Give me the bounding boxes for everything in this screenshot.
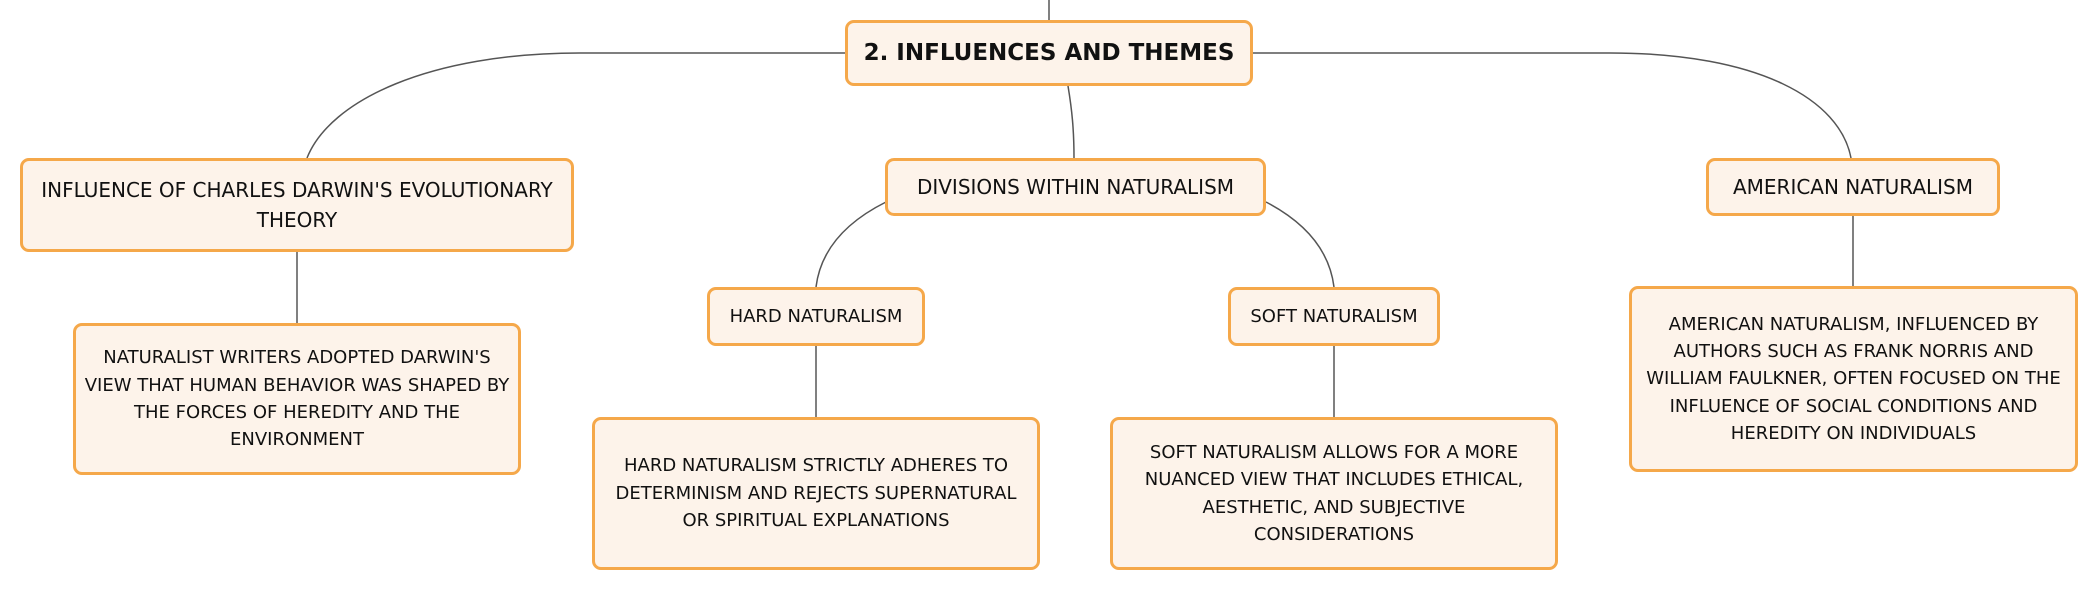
hard-naturalism-detail-node[interactable]: HARD NATURALISM STRICTLY ADHERES TO DETE… <box>592 417 1040 570</box>
american-naturalism-detail-text: AMERICAN NATURALISM, INFLUENCED BY AUTHO… <box>1646 313 2061 445</box>
divisions-label: DIVISIONS WITHIN NATURALISM <box>916 175 1235 199</box>
connector-divisions-soft <box>1265 201 1335 288</box>
hard-naturalism-node[interactable]: HARD NATURALISM <box>707 287 925 346</box>
darwin-detail-text: NATURALIST WRITERS ADOPTED DARWIN'S VIEW… <box>84 347 510 451</box>
american-naturalism-node[interactable]: AMERICAN NATURALISM <box>1706 158 2000 216</box>
divisions-node[interactable]: DIVISIONS WITHIN NATURALISM <box>885 158 1266 216</box>
american-naturalism-detail-node[interactable]: AMERICAN NATURALISM, INFLUENCED BY AUTHO… <box>1629 286 2078 472</box>
soft-naturalism-detail-node[interactable]: SOFT NATURALISM ALLOWS FOR A MORE NUANCE… <box>1110 417 1558 570</box>
hard-naturalism-label: HARD NATURALISM <box>729 306 903 327</box>
connector-root-divisions <box>1067 85 1075 159</box>
darwin-influence-label: INFLUENCE OF CHARLES DARWIN'S EVOLUTIONA… <box>41 178 553 232</box>
darwin-influence-node[interactable]: INFLUENCE OF CHARLES DARWIN'S EVOLUTIONA… <box>20 158 574 252</box>
american-naturalism-label: AMERICAN NATURALISM <box>1732 175 1974 199</box>
soft-naturalism-detail-text: SOFT NATURALISM ALLOWS FOR A MORE NUANCE… <box>1144 441 1524 545</box>
soft-naturalism-node[interactable]: SOFT NATURALISM <box>1228 287 1440 346</box>
darwin-detail-node[interactable]: NATURALIST WRITERS ADOPTED DARWIN'S VIEW… <box>73 323 521 475</box>
hard-naturalism-detail-text: HARD NATURALISM STRICTLY ADHERES TO DETE… <box>615 455 1017 532</box>
root-topic-label: 2. INFLUENCES AND THEMES <box>863 39 1235 66</box>
connector-root-darwin <box>306 52 845 159</box>
connector-root-american <box>1253 52 1852 159</box>
root-topic-node[interactable]: 2. INFLUENCES AND THEMES <box>845 20 1253 86</box>
soft-naturalism-label: SOFT NATURALISM <box>1250 306 1418 327</box>
connector-divisions-hard <box>815 201 887 288</box>
